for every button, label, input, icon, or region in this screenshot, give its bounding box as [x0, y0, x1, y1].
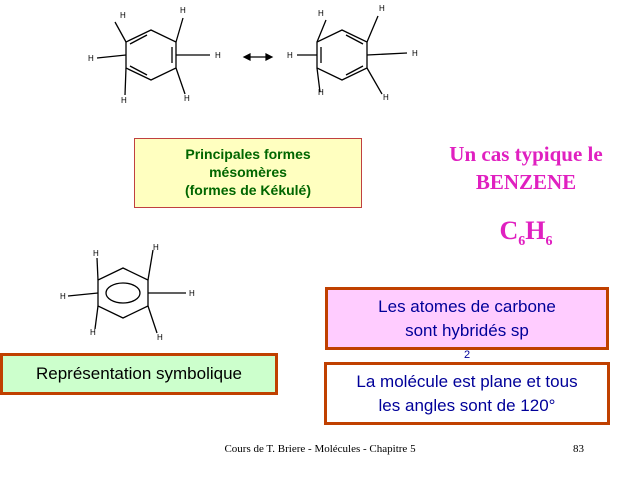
- h-atom: H: [180, 6, 186, 15]
- page-number: 83: [573, 443, 584, 455]
- kekule-structure-1: [96, 17, 210, 96]
- h-atom: H: [215, 51, 221, 60]
- h-atom: H: [184, 94, 190, 103]
- planarity-box: La molécule est plane et tous les angles…: [324, 362, 610, 425]
- h-atom: H: [379, 4, 385, 13]
- kekule-line-2: mésomères: [209, 164, 287, 180]
- title-line-1: Un cas typique le: [449, 142, 603, 166]
- resonance-arrow-icon: [242, 53, 274, 61]
- kekule-caption-box: Principales formes mésomères (formes de …: [134, 138, 362, 208]
- h-atom: H: [412, 49, 418, 58]
- h-atom: H: [189, 289, 195, 298]
- h-atom: H: [60, 292, 66, 301]
- h-atom: H: [318, 9, 324, 18]
- h-atom: H: [157, 333, 163, 342]
- symbolic-label: Représentation symbolique: [35, 364, 242, 383]
- slide-title: Un cas typique le BENZENE: [420, 140, 632, 196]
- molecular-formula: C6H6: [499, 216, 553, 250]
- h-atom: H: [383, 93, 389, 102]
- h-atom: H: [287, 51, 293, 60]
- footer-course: Cours de T. Briere - Molécules - Chapitr…: [224, 443, 416, 455]
- h-atom: H: [120, 11, 126, 20]
- symbolic-benzene: [67, 249, 186, 334]
- kekule-structure-2: [297, 15, 408, 95]
- h-atom: H: [318, 88, 324, 97]
- kekule-line-3: (formes de Kékulé): [184, 182, 312, 198]
- kekule-line-1: Principales formes: [185, 146, 311, 162]
- h-atom: H: [121, 96, 127, 105]
- h-atom: H: [90, 328, 96, 337]
- carbon-line-1: Les atomes de carbone: [378, 297, 556, 316]
- h-atom: H: [153, 243, 159, 252]
- symbolic-caption-box: Représentation symbolique: [0, 353, 278, 395]
- h-atom: H: [88, 54, 94, 63]
- plane-line-2: les angles sont de 120°: [378, 396, 556, 415]
- h-atom: H: [93, 249, 99, 258]
- plane-line-1: La molécule est plane et tous: [356, 372, 578, 391]
- title-line-2: BENZENE: [475, 170, 577, 194]
